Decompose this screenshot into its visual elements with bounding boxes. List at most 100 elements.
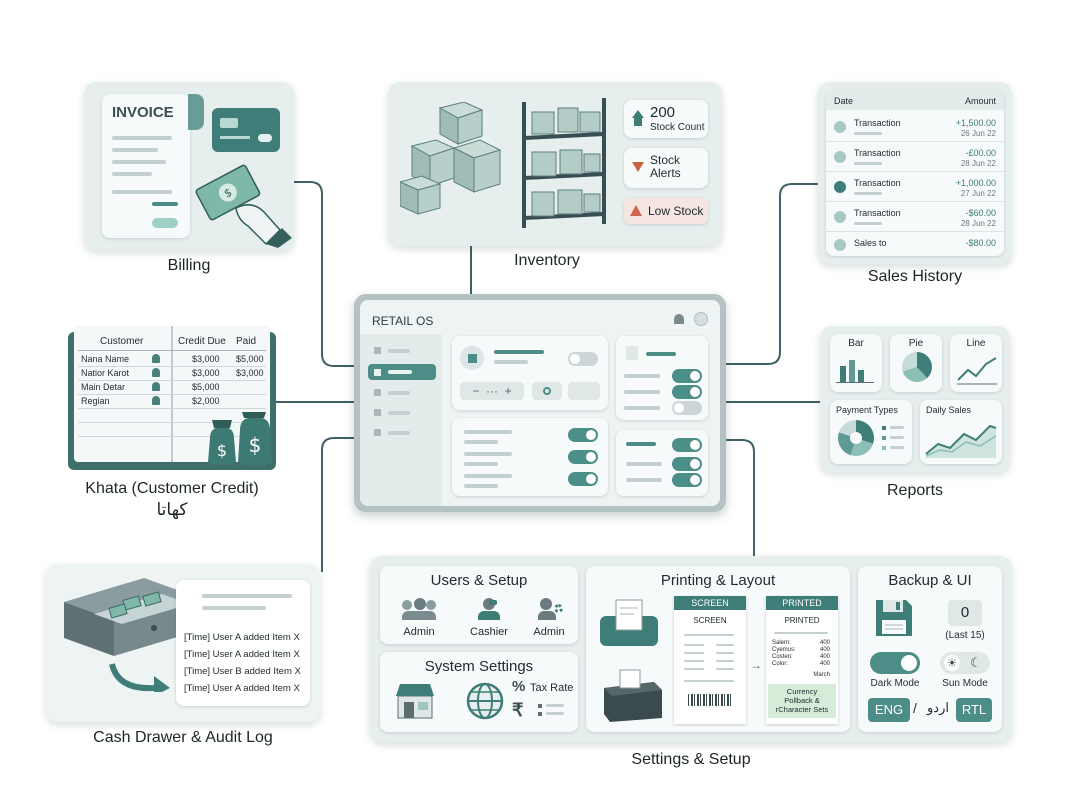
settings-label: Settings & Setup: [631, 751, 751, 768]
percent-icon: %: [512, 678, 526, 695]
col-amount: Amount: [964, 96, 996, 106]
table-row[interactable]: Transaction -£00.00 28 Jun 22: [826, 142, 1004, 172]
khata-label: Khata (Customer Credit): [85, 480, 259, 497]
backup-count-box: [948, 600, 982, 626]
stock-count-tile[interactable]: 200 Stock Count: [624, 100, 708, 138]
warning-icon: [630, 205, 642, 216]
sun-mode-toggle[interactable]: ☀ ☾: [940, 652, 990, 674]
check-icon: [834, 239, 846, 251]
cashier-icon: [478, 598, 500, 620]
billing-label: Billing: [167, 257, 211, 274]
sidebar-item[interactable]: [372, 408, 432, 418]
panel-toggles[interactable]: [452, 418, 608, 496]
inventory-card[interactable]: 200 Stock Count Stock Alerts Low Stock: [388, 82, 722, 246]
panel-settings-a[interactable]: [616, 336, 708, 420]
table-row: Natior Karot: [81, 368, 130, 378]
table-row: Main Detar: [81, 382, 126, 392]
person-icon: [152, 382, 160, 391]
dark-mode-toggle[interactable]: [870, 652, 920, 674]
printed-receipt[interactable]: PRINTED PRINTED Salem:400 Cyemus:400 Cos…: [766, 596, 838, 724]
col-date: Date: [834, 96, 854, 106]
pie-chart-tile[interactable]: Pie: [890, 334, 942, 392]
screen-receipt[interactable]: SCREEN SCREEN: [674, 596, 746, 724]
audit-log-entry: [Time] User B added Item X: [184, 666, 301, 677]
sales-history-card[interactable]: Date Amount Transaction +1,500.00 26 Jun…: [818, 82, 1012, 264]
money-bag-icon: $ $: [208, 412, 272, 466]
payment-types-tile[interactable]: Payment Types: [830, 400, 912, 464]
floppy-disk-icon: [876, 600, 912, 636]
down-arrow-icon: [632, 162, 644, 172]
invoice-title: INVOICE: [112, 104, 174, 121]
daily-sales-tile[interactable]: Daily Sales: [920, 400, 1002, 464]
sidebar-item-active[interactable]: [368, 364, 436, 380]
retail-os-window[interactable]: RETAIL OS: [360, 300, 720, 506]
low-stock-tile[interactable]: Low Stock: [624, 198, 708, 224]
panel-product[interactable]: − ··· +: [452, 336, 608, 410]
printing-layout-panel[interactable]: Printing & Layout SCREEN SCREEN → PRINTE…: [586, 566, 850, 732]
audit-log-entry: [Time] User A added Item X: [184, 649, 300, 660]
sales-history-label: Sales History: [867, 268, 963, 285]
receipt-printer-icon: [600, 599, 658, 646]
low-stock-label: Low Stock: [648, 204, 704, 218]
person-icon: [152, 354, 160, 363]
bell-icon[interactable]: [674, 314, 684, 324]
rupee-icon: ₹: [512, 700, 524, 720]
admin-gear-icon: [538, 598, 564, 620]
system-settings-panel[interactable]: System Settings % Tax Rate ₹: [380, 652, 578, 732]
stock-count-value: 200: [650, 104, 676, 121]
retail-os-frame[interactable]: RETAIL OS: [354, 294, 726, 512]
cash-drawer-icon: [64, 578, 194, 692]
stock-alerts-label: Stock Alerts: [650, 153, 681, 180]
lang-urdu-button[interactable]: اردو: [927, 700, 949, 715]
retail-os-title: RETAIL OS: [372, 314, 434, 328]
audit-log-entry: [Time] User A added Item X: [184, 683, 300, 694]
table-row[interactable]: Sales to -$80.00: [826, 232, 1004, 256]
store-icon: [396, 684, 434, 719]
stock-count-label: Stock Count: [650, 122, 705, 133]
sidebar-item[interactable]: [372, 428, 432, 438]
sidebar-item[interactable]: [372, 388, 432, 398]
users-group-icon: [402, 598, 436, 620]
inventory-label: Inventory: [514, 252, 580, 269]
lang-eng-button[interactable]: ENG: [868, 698, 910, 722]
sales-table: Date Amount Transaction +1,500.00 26 Jun…: [826, 90, 1004, 256]
rtl-button[interactable]: RTL: [956, 698, 992, 722]
stock-alerts-tile[interactable]: Stock Alerts: [624, 148, 708, 188]
audit-log-panel[interactable]: [Time] User A added Item X [Time] User A…: [176, 580, 310, 706]
reports-label: Reports: [886, 482, 944, 499]
arrow-right-icon: →: [750, 658, 762, 672]
avatar[interactable]: [694, 312, 708, 326]
invoice-paper: INVOICE: [102, 94, 190, 238]
sun-icon: ☀: [944, 655, 960, 671]
billing-card[interactable]: INVOICE $: [84, 82, 294, 250]
svg-text:$: $: [217, 441, 227, 460]
reports-card[interactable]: Bar Pie Line Payment Types Daily Sales: [820, 326, 1010, 472]
table-row[interactable]: Transaction +1,500.00 26 Jun 22: [826, 112, 1004, 142]
person-icon: [152, 396, 160, 405]
table-row[interactable]: Transaction +1,000.00 27 Jun 22: [826, 172, 1004, 202]
boxes-icon: [400, 102, 502, 215]
globe-icon: [466, 682, 504, 720]
sidebar-item[interactable]: [372, 346, 432, 356]
line-chart-tile[interactable]: Line: [950, 334, 1002, 392]
users-setup-panel[interactable]: Users & Setup Admin Cashier Admin: [380, 566, 578, 644]
person-icon: [152, 368, 160, 377]
check-icon: [834, 181, 846, 193]
backup-ui-panel[interactable]: Backup & UI 0 (Last 15) ☀ ☾ Dark Mode Su…: [858, 566, 1002, 732]
cash-drawer-label: Cash Drawer & Audit Log: [93, 729, 273, 746]
cash-drawer-card[interactable]: [Time] User A added Item X [Time] User A…: [46, 564, 320, 722]
khata-label-urdu: کھاتا: [156, 500, 188, 519]
khata-ledger[interactable]: Customer Credit Due Paid Nana Name $3,00…: [68, 326, 276, 470]
credit-card-icon: [212, 108, 280, 152]
sidebar: [360, 334, 442, 506]
bar-chart-tile[interactable]: Bar: [830, 334, 882, 392]
check-icon: [834, 121, 846, 133]
cash-hand-icon: $: [195, 164, 292, 248]
up-arrow-icon: [632, 110, 644, 118]
currency-fallback-note: Currency Pollback & rCharacter Sets: [768, 684, 836, 718]
table-row[interactable]: Transaction -$60.00 28 Jun 22: [826, 202, 1004, 232]
panel-settings-b[interactable]: [616, 430, 708, 496]
table-row: Regian: [81, 396, 110, 406]
settings-card: Users & Setup Admin Cashier Admin System…: [370, 556, 1012, 742]
